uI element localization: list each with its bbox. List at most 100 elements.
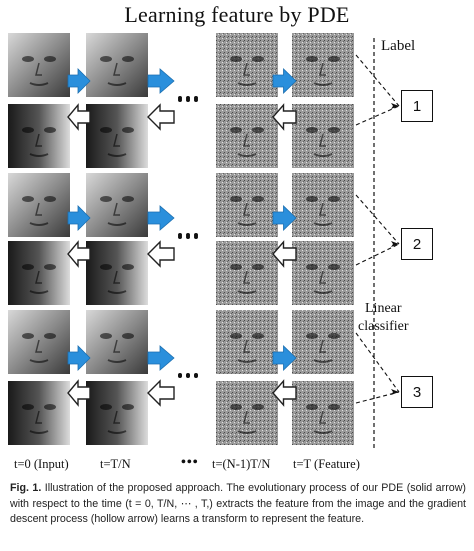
solid-arrow bbox=[147, 345, 175, 371]
face-eye bbox=[44, 333, 56, 339]
face-mouth bbox=[107, 153, 127, 157]
hollow-arrow bbox=[272, 379, 297, 407]
face-mouth bbox=[237, 290, 257, 294]
ellipsis-dot bbox=[194, 374, 198, 378]
face-nose bbox=[319, 339, 326, 353]
face-mouth bbox=[237, 222, 257, 226]
face-eye bbox=[44, 196, 56, 202]
face-mouth bbox=[313, 290, 333, 294]
face-nose bbox=[35, 62, 42, 76]
face-nose bbox=[243, 270, 250, 284]
face-eye bbox=[306, 196, 318, 202]
face-mouth bbox=[29, 82, 49, 86]
face-nose bbox=[35, 410, 42, 424]
face-nose bbox=[243, 339, 250, 353]
face-eye bbox=[306, 264, 318, 270]
ellipsis-dot bbox=[186, 98, 190, 102]
face-mouth bbox=[313, 153, 333, 157]
solid-arrow bbox=[67, 345, 91, 371]
face-nose bbox=[35, 270, 42, 284]
face-mouth bbox=[237, 430, 257, 434]
face-eye bbox=[100, 333, 112, 339]
face-eye bbox=[252, 264, 264, 270]
face-nose bbox=[35, 133, 42, 147]
face-eye bbox=[306, 127, 318, 133]
face-nose bbox=[243, 133, 250, 147]
face-nose bbox=[113, 339, 120, 353]
face-mouth bbox=[29, 153, 49, 157]
face-eye bbox=[252, 56, 264, 62]
face-eye bbox=[230, 127, 242, 133]
face-mouth bbox=[29, 222, 49, 226]
face-nose bbox=[319, 62, 326, 76]
solid-arrow bbox=[272, 68, 297, 94]
face-mouth bbox=[313, 359, 333, 363]
face-eye bbox=[44, 56, 56, 62]
face-mouth bbox=[107, 290, 127, 294]
face-eye bbox=[122, 404, 134, 410]
face-eye bbox=[122, 127, 134, 133]
face-eye bbox=[328, 264, 340, 270]
solid-arrow bbox=[67, 205, 91, 231]
class-box-2: 2 bbox=[401, 228, 433, 260]
solid-arrow bbox=[147, 68, 175, 94]
face-nose bbox=[319, 410, 326, 424]
linear-text: Linear bbox=[365, 301, 402, 316]
face-eye bbox=[122, 56, 134, 62]
face-nose bbox=[243, 62, 250, 76]
face-nose bbox=[319, 202, 326, 216]
face-eye bbox=[306, 404, 318, 410]
face-eye bbox=[306, 56, 318, 62]
face-mouth bbox=[29, 359, 49, 363]
face-mouth bbox=[29, 290, 49, 294]
solid-arrow bbox=[272, 345, 297, 371]
face-eye bbox=[328, 196, 340, 202]
face-mouth bbox=[237, 82, 257, 86]
face-eye bbox=[230, 264, 242, 270]
label-heading: Label bbox=[381, 38, 416, 54]
face-eye bbox=[44, 404, 56, 410]
face-eye bbox=[22, 127, 34, 133]
face-eye bbox=[122, 333, 134, 339]
face-mouth bbox=[313, 430, 333, 434]
face-nose bbox=[113, 270, 120, 284]
face-eye bbox=[306, 333, 318, 339]
face-nose bbox=[35, 202, 42, 216]
connector-dashed bbox=[355, 54, 400, 107]
face-eye bbox=[44, 127, 56, 133]
face-nose bbox=[113, 202, 120, 216]
column-label-step1: t=T/N bbox=[100, 457, 131, 471]
face-eye bbox=[44, 264, 56, 270]
column-label-input: t=0 (Input) bbox=[14, 457, 69, 471]
hollow-arrow bbox=[67, 240, 91, 268]
face-nose bbox=[243, 202, 250, 216]
caption-text: Illustration of the proposed approach. T… bbox=[10, 482, 466, 525]
connector-arrowhead bbox=[391, 241, 399, 247]
ellipsis-dot bbox=[178, 374, 182, 378]
connector-dashed bbox=[355, 194, 400, 245]
column-label-feature: t=T (Feature) bbox=[293, 457, 360, 471]
hollow-arrow bbox=[67, 103, 91, 131]
classifier-text: classifier bbox=[358, 319, 409, 334]
face-eye bbox=[230, 333, 242, 339]
figure-caption: Fig. 1. Illustration of the proposed app… bbox=[10, 481, 466, 528]
connector-arrowhead bbox=[391, 103, 399, 109]
ellipsis-dot bbox=[186, 374, 190, 378]
class-box-3: 3 bbox=[401, 376, 433, 408]
face-eye bbox=[328, 56, 340, 62]
figure-graphics bbox=[8, 33, 400, 450]
connector-dashed bbox=[355, 105, 400, 126]
face-eye bbox=[100, 196, 112, 202]
face-eye bbox=[100, 127, 112, 133]
face-eye bbox=[100, 404, 112, 410]
face-mouth bbox=[107, 82, 127, 86]
face-mouth bbox=[107, 359, 127, 363]
face-eye bbox=[100, 264, 112, 270]
face-eye bbox=[252, 333, 264, 339]
face-nose bbox=[319, 270, 326, 284]
face-eye bbox=[252, 404, 264, 410]
connector-arrowhead bbox=[391, 389, 399, 395]
face-eye bbox=[328, 404, 340, 410]
solid-arrow bbox=[67, 68, 91, 94]
hollow-arrow bbox=[272, 103, 297, 131]
